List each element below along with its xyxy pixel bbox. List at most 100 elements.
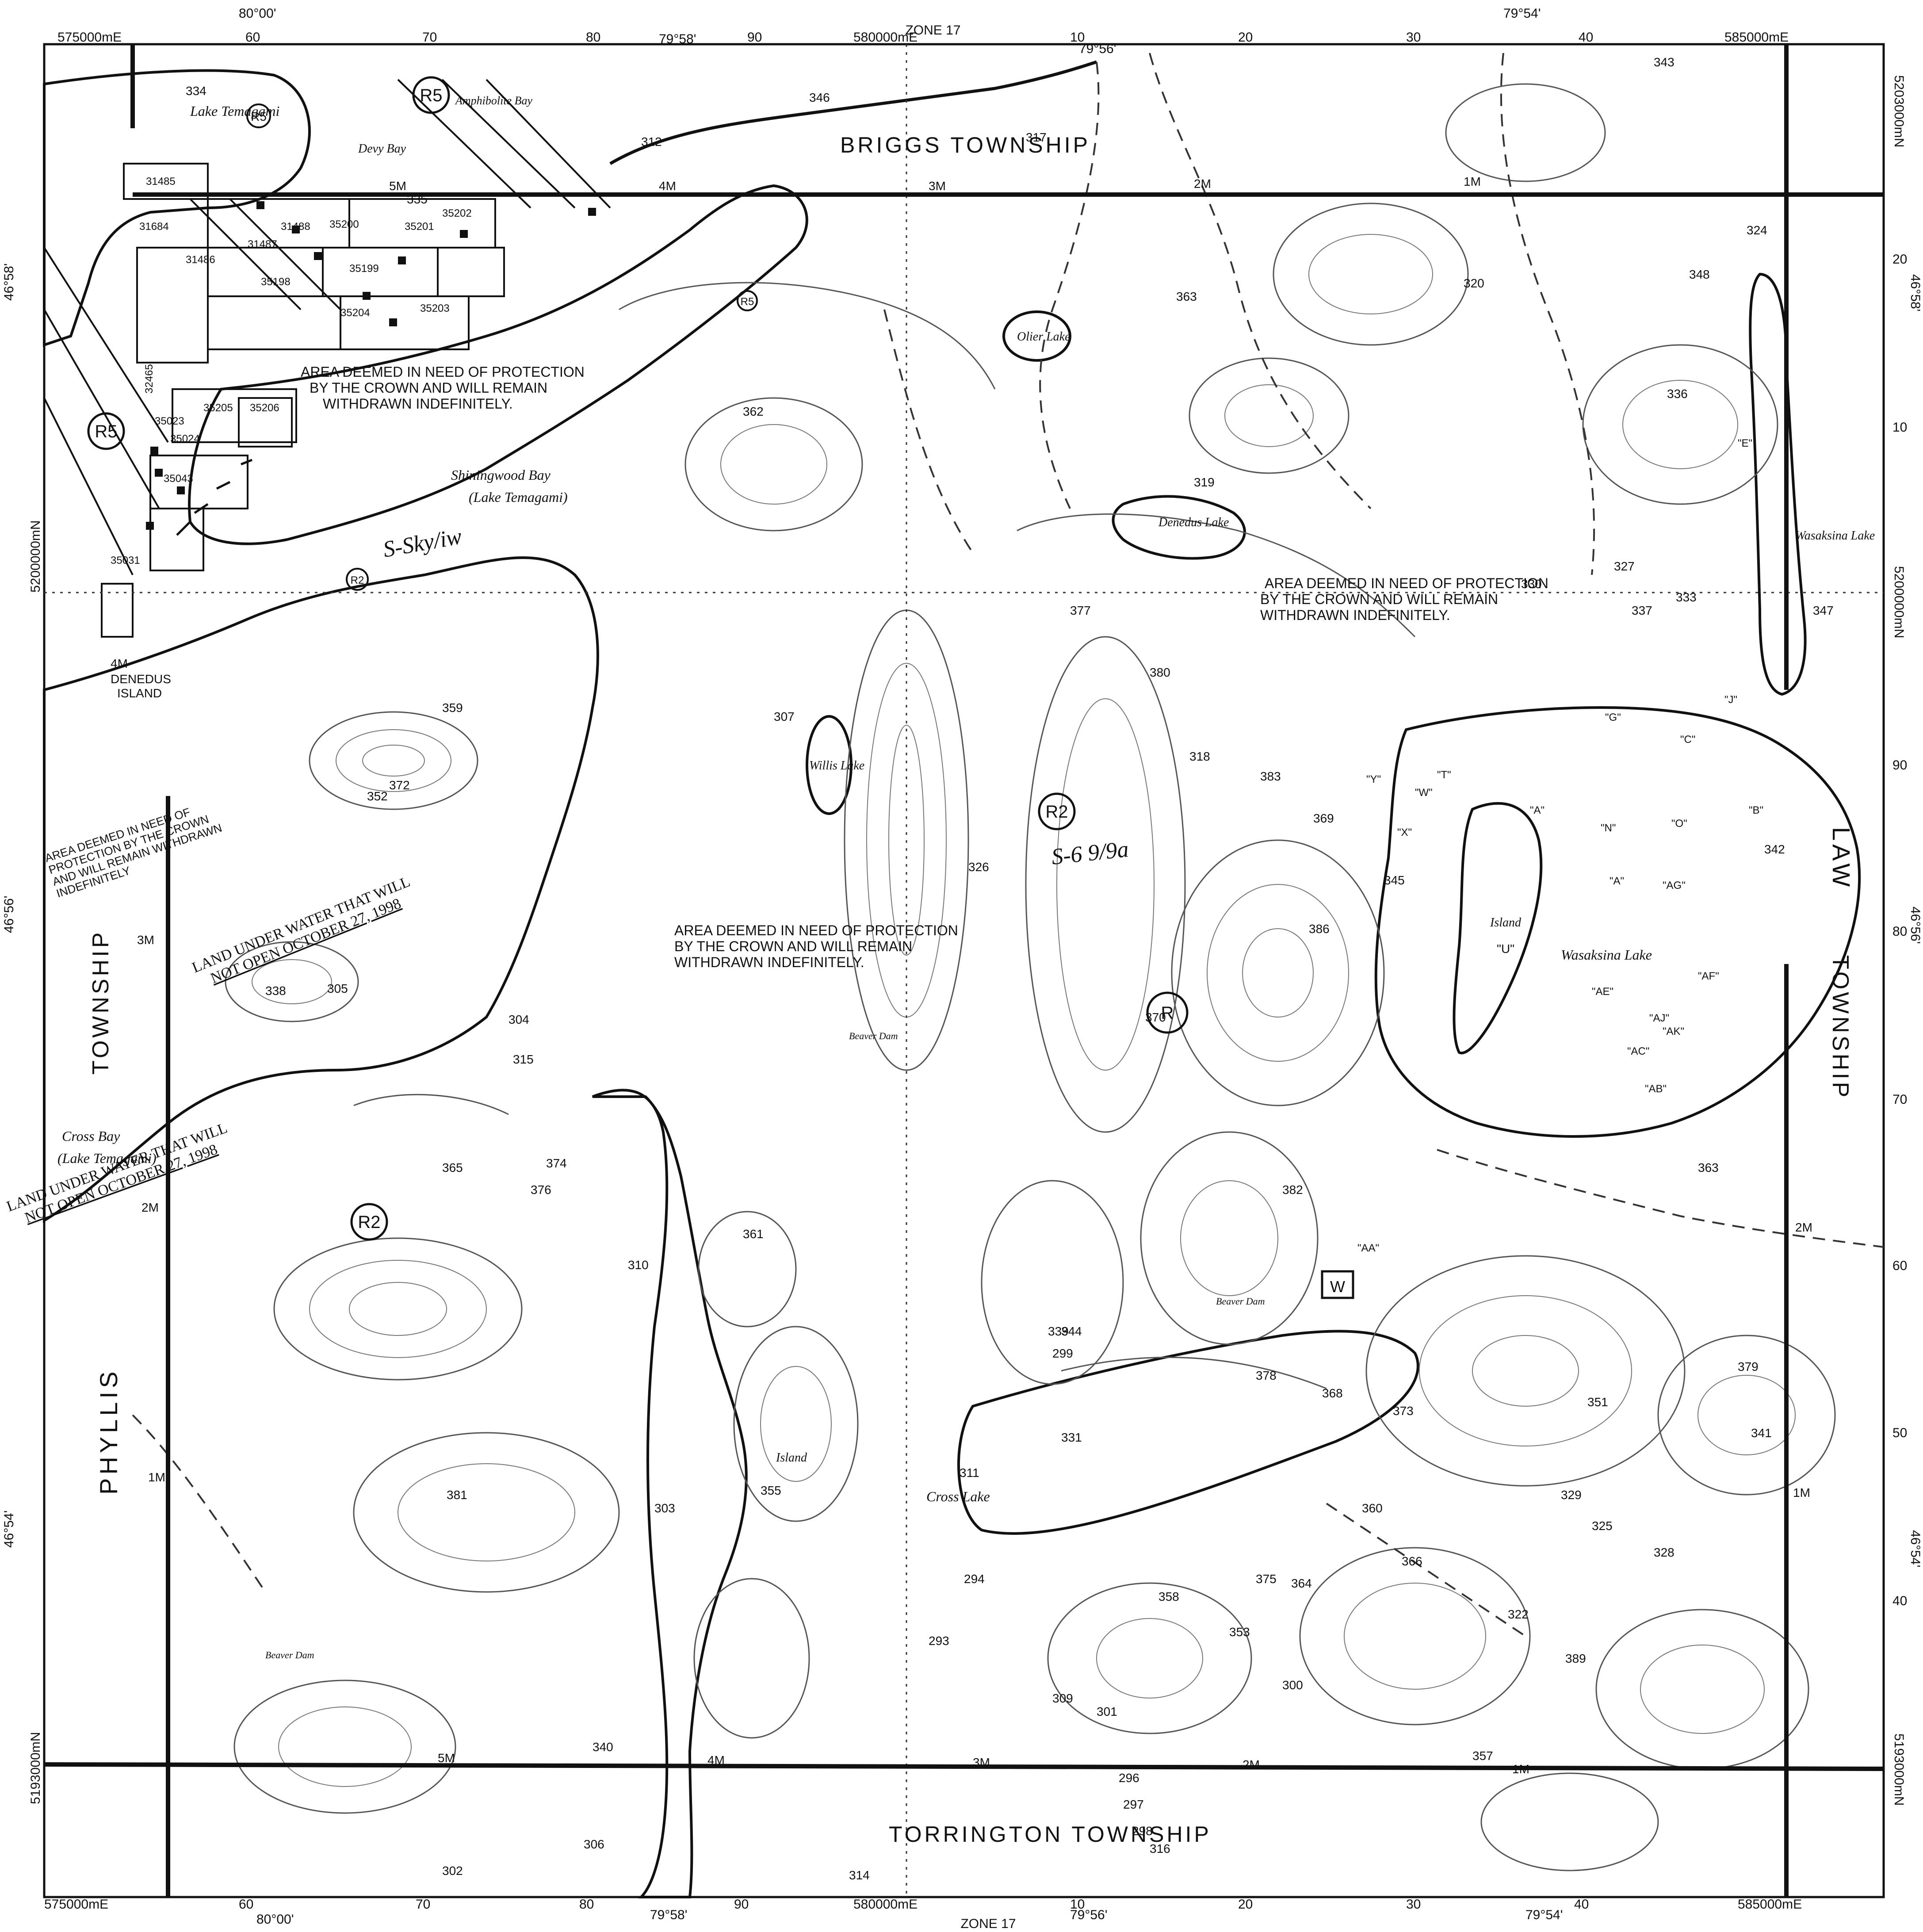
cross-lake-label: Cross Lake [926, 1488, 990, 1504]
northing-label: 5200000mN [1892, 566, 1906, 638]
easting-label: 80 [579, 1897, 594, 1912]
svg-text:343: 343 [1654, 55, 1675, 69]
island-u-label: Island [1490, 916, 1522, 930]
svg-text:315: 315 [513, 1052, 534, 1066]
law-label: LAW [1827, 827, 1855, 890]
svg-text:294: 294 [964, 1572, 985, 1586]
svg-text:378: 378 [1256, 1369, 1277, 1382]
island-u [1453, 802, 1543, 1055]
easting-label: 30 [1406, 1897, 1421, 1912]
reserve-marker-r5: R5 [87, 412, 125, 450]
svg-text:357: 357 [1472, 1749, 1493, 1763]
mile-marker: 1M [1512, 1762, 1529, 1776]
svg-text:311: 311 [960, 1466, 979, 1480]
easting-label: 575000mE [44, 1897, 108, 1912]
northing-label: 50 [1892, 1426, 1907, 1440]
easting-label: 80 [586, 30, 600, 45]
beaver-dam-label: Beaver Dam [1216, 1296, 1265, 1307]
svg-text:338: 338 [265, 984, 286, 998]
svg-text:35201: 35201 [405, 221, 434, 233]
longitude-label: 79°58' [659, 32, 696, 46]
svg-text:328: 328 [1654, 1546, 1675, 1559]
latitude-label: 46°58' [2, 264, 16, 301]
beaver-dam-label: Beaver Dam [849, 1030, 898, 1041]
beaver-dam-label: Beaver Dam [265, 1649, 314, 1660]
svg-text:298: 298 [1132, 1824, 1153, 1838]
roads-and-trails [132, 53, 1884, 1637]
svg-text:"X": "X" [1397, 826, 1412, 838]
longitude-label: 80°00' [239, 6, 276, 21]
lettered-islands: "Y" "W" "T" "X" "A" "N" "O" "C" "J" "G" … [1357, 437, 1763, 1254]
svg-text:333: 333 [1676, 590, 1697, 604]
svg-text:31485: 31485 [146, 176, 176, 187]
svg-text:R: R [1161, 1003, 1174, 1023]
withdrawal-hatch-lines [176, 459, 1601, 1831]
building-symbols [146, 201, 596, 530]
svg-text:"J": "J" [1724, 694, 1737, 706]
claim-box-w: W [1321, 1270, 1354, 1299]
svg-text:368: 368 [1322, 1386, 1343, 1400]
svg-text:339: 339 [1048, 1324, 1069, 1338]
svg-text:376: 376 [531, 1183, 551, 1197]
svg-text:334: 334 [186, 84, 206, 98]
svg-text:R2: R2 [351, 574, 364, 586]
svg-text:359: 359 [442, 701, 463, 715]
svg-text:363: 363 [1698, 1161, 1719, 1175]
easting-label: 60 [239, 1897, 253, 1912]
wasaksina-lake-ne-label: Wasaksina Lake [1795, 529, 1875, 543]
svg-text:377: 377 [1070, 604, 1091, 617]
mile-marker: 3M [137, 933, 154, 947]
svg-text:370: 370 [1145, 1010, 1166, 1024]
svg-text:324: 324 [1747, 223, 1767, 237]
northing-label: 80 [1892, 924, 1907, 939]
reserve-marker-r: R [1146, 991, 1189, 1034]
svg-text:382: 382 [1282, 1183, 1303, 1197]
svg-text:361: 361 [743, 1227, 764, 1241]
contour-lines [225, 83, 1836, 1871]
longitude-label: 79°54' [1503, 6, 1541, 21]
svg-text:35024: 35024 [170, 433, 200, 445]
svg-text:360: 360 [1362, 1501, 1383, 1515]
mile-marker: 4M [111, 657, 128, 670]
latitude-label: 46°56' [1908, 907, 1923, 944]
svg-text:322: 322 [1508, 1607, 1529, 1621]
svg-text:330: 330 [1521, 577, 1542, 591]
svg-text:302: 302 [442, 1864, 463, 1878]
svg-text:35204: 35204 [340, 307, 370, 319]
longitude-label: 80°00' [256, 1912, 294, 1927]
svg-text:316: 316 [1150, 1842, 1170, 1855]
svg-text:372: 372 [389, 778, 410, 792]
svg-text:"E": "E" [1738, 437, 1752, 449]
svg-text:342: 342 [1764, 842, 1785, 856]
svg-text:358: 358 [1158, 1590, 1179, 1603]
svg-text:"AE": "AE" [1592, 986, 1613, 998]
svg-text:326: 326 [968, 860, 989, 874]
svg-text:340: 340 [593, 1740, 613, 1754]
svg-text:352: 352 [367, 789, 388, 803]
wasaksina-lake-label: Wasaksina Lake [1561, 947, 1652, 963]
mile-marker: 1M [148, 1470, 165, 1484]
svg-text:335: 335 [407, 192, 428, 206]
cross-island-label: Island [776, 1451, 807, 1465]
svg-text:309: 309 [1052, 1691, 1073, 1705]
svg-text:R2: R2 [358, 1213, 380, 1232]
easting-label: 90 [734, 1897, 749, 1912]
northing-label: 70 [1892, 1092, 1907, 1107]
svg-text:362: 362 [743, 405, 764, 418]
svg-text:373: 373 [1393, 1404, 1414, 1418]
amphibolite-bay-label: Amphibolite Bay [455, 94, 532, 107]
reserve-marker-r2: R2 [1038, 792, 1076, 830]
easting-label: 585000mE [1738, 1897, 1802, 1912]
svg-text:"B": "B" [1749, 804, 1763, 816]
svg-text:355: 355 [761, 1484, 781, 1497]
svg-text:337: 337 [1632, 604, 1652, 617]
easting-label: 70 [422, 30, 437, 45]
svg-text:325: 325 [1592, 1519, 1613, 1533]
easting-label: 10 [1070, 30, 1085, 45]
easting-label: 580000mE [853, 1897, 918, 1912]
svg-text:35203: 35203 [420, 302, 450, 314]
svg-text:35199: 35199 [349, 263, 379, 275]
